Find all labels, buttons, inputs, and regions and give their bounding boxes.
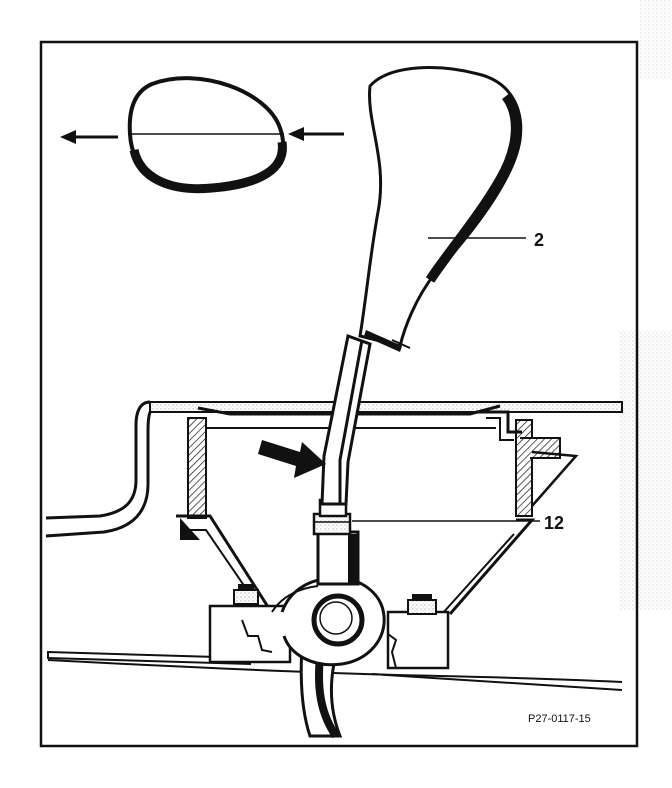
- knob-cross-section: [127, 76, 287, 194]
- bolt-left-icon: [233, 584, 259, 605]
- figure-reference: P27-0117-15: [528, 713, 591, 725]
- shift-rod: [320, 333, 372, 506]
- leader-lines: [352, 237, 540, 522]
- shift-housing: [176, 404, 579, 615]
- arrow-right-icon: [288, 127, 344, 141]
- bolt-right-icon: [407, 594, 437, 615]
- diagram-frame: [39, 40, 639, 748]
- arrow-left-icon: [60, 130, 118, 144]
- indicator-arrow-icon: [258, 440, 326, 478]
- lever-nut-section: [312, 498, 360, 586]
- floor-base: [47, 604, 623, 691]
- console-cover: [45, 400, 623, 538]
- callout-label-knob: 2: [534, 230, 544, 250]
- lever-pivot: [271, 576, 386, 739]
- callout-label-boot: 12: [544, 513, 564, 533]
- gear-knob: [358, 66, 523, 352]
- scan-margin-noise: [620, 0, 672, 610]
